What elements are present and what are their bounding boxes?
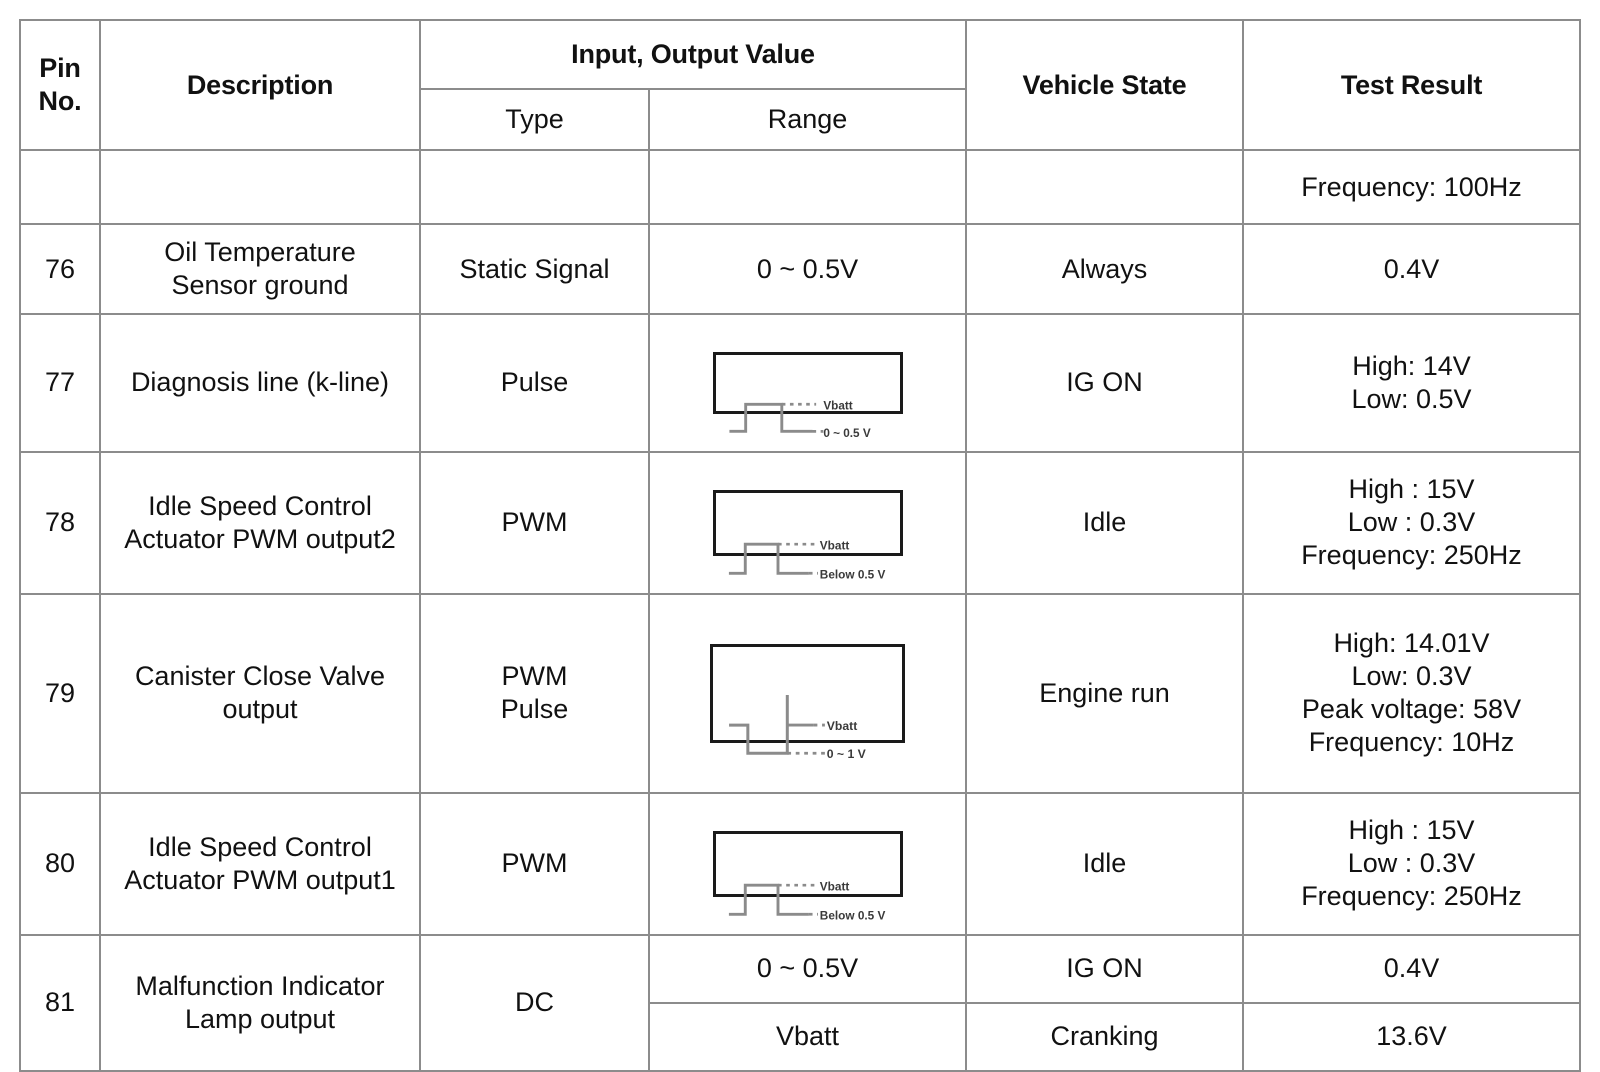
table-row: 78 Idle Speed Control Actuator PWM outpu… [19,450,1581,595]
cell-test-result: High: 14.01V Low: 0.3V Peak voltage: 58V… [1242,592,1581,794]
cell-type: DC [419,933,650,1072]
cell-vehicle-state: Cranking [965,1001,1244,1072]
cell-test-result: High : 15V Low : 0.3V Frequency: 250Hz [1242,450,1581,595]
table-sheet: Pin No. Description Input, Output Value … [19,19,1581,1072]
cell-test-result: 13.6V [1242,1001,1581,1072]
cell-range-waveform: Vbatt Below 0.5 V [648,450,967,595]
waveform-low-label: Below 0.5 V [819,908,885,922]
cell-range-waveform: Vbatt Below 0.5 V [648,791,967,936]
table-header-row-2: Type Range [20,88,1580,151]
header-range: Range [648,88,967,151]
cell-description: Diagnosis line (k-line) [99,313,421,453]
cell-type: PWM [419,450,650,595]
cell-test-result: High: 14V Low: 0.5V [1242,313,1581,453]
header-vehicle-state: Vehicle State [965,19,1244,151]
cell-pin: 80 [19,791,101,936]
header-input-output-value: Input, Output Value [419,19,967,90]
table-row: 76 Oil Temperature Sensor ground Static … [19,223,1581,315]
cell-description: Idle Speed Control Actuator PWM output1 [99,791,421,936]
table-row: 80 Idle Speed Control Actuator PWM outpu… [19,791,1581,936]
waveform-low-label: 0 ~ 0.5 V [823,427,870,440]
cell-vehicle-state: Idle [965,450,1244,595]
waveform-high-label: Vbatt [823,400,852,413]
cell-range: 0 ~ 0.5V [648,933,967,1004]
cell-pin: 81 [19,933,101,1072]
cell-pin [19,149,101,225]
header-description: Description [99,19,421,151]
cell-range-waveform: Vbatt 0 ~ 0.5 V [648,313,967,453]
header-pin-no: Pin No. [19,19,101,151]
waveform-high-label: Vbatt [819,538,849,552]
table-row: 79 Canister Close Valve output PWM Pulse… [19,592,1581,794]
cell-vehicle-state: Idle [965,791,1244,936]
cell-range [648,149,967,225]
ecu-pinout-table: Pin No. Description Input, Output Value … [19,19,1581,1072]
waveform-high-label: Vbatt [819,879,849,893]
table-row: 81 Malfunction Indicator Lamp output DC … [19,933,1581,1072]
cell-description: Idle Speed Control Actuator PWM output2 [99,450,421,595]
cell-description [99,149,421,225]
cell-description: Oil Temperature Sensor ground [99,223,421,315]
cell-test-result: 0.4V [1242,933,1581,1004]
cell-type [419,149,650,225]
cell-type: PWM Pulse [419,592,650,794]
waveform-low-label: 0 ~ 1 V [827,747,867,761]
cell-range: 0 ~ 0.5V [648,223,967,315]
cell-pin: 77 [19,313,101,453]
cell-test-result: High : 15V Low : 0.3V Frequency: 250Hz [1242,791,1581,936]
cell-vehicle-state [965,149,1244,225]
cell-type: Static Signal [419,223,650,315]
table-row: Frequency: 100Hz [19,149,1581,225]
cell-test-result: Frequency: 100Hz [1242,149,1581,225]
table-row: 77 Diagnosis line (k-line) Pulse Vbatt 0… [19,313,1581,453]
waveform-high-label: Vbatt [827,718,858,732]
cell-pin: 76 [19,223,101,315]
cell-description: Malfunction Indicator Lamp output [99,933,421,1072]
header-type: Type [419,88,650,151]
cell-description: Canister Close Valve output [99,592,421,794]
waveform-diagram-rising-pulse: Vbatt Below 0.5 V [712,830,903,922]
cell-vehicle-state: IG ON [965,313,1244,453]
cell-type: PWM [419,791,650,936]
cell-pin: 78 [19,450,101,595]
header-test-result: Test Result [1242,19,1581,151]
cell-vehicle-state: Engine run [965,592,1244,794]
waveform-diagram-rising-pulse: Vbatt Below 0.5 V [712,489,903,581]
cell-type: Pulse [419,313,650,453]
table-header-row-1: Pin No. Description Input, Output Value … [19,19,1581,151]
waveform-diagram-rising-pulse: Vbatt 0 ~ 0.5 V [712,351,903,440]
cell-range-waveform: Vbatt 0 ~ 1 V [648,592,967,794]
waveform-diagram-falling-pulse-with-spike: Vbatt 0 ~ 1 V [710,643,905,761]
cell-range: Vbatt [648,1001,967,1072]
cell-vehicle-state: IG ON [965,933,1244,1004]
cell-pin: 79 [19,592,101,794]
cell-vehicle-state: Always [965,223,1244,315]
cell-test-result: 0.4V [1242,223,1581,315]
waveform-low-label: Below 0.5 V [819,567,885,581]
